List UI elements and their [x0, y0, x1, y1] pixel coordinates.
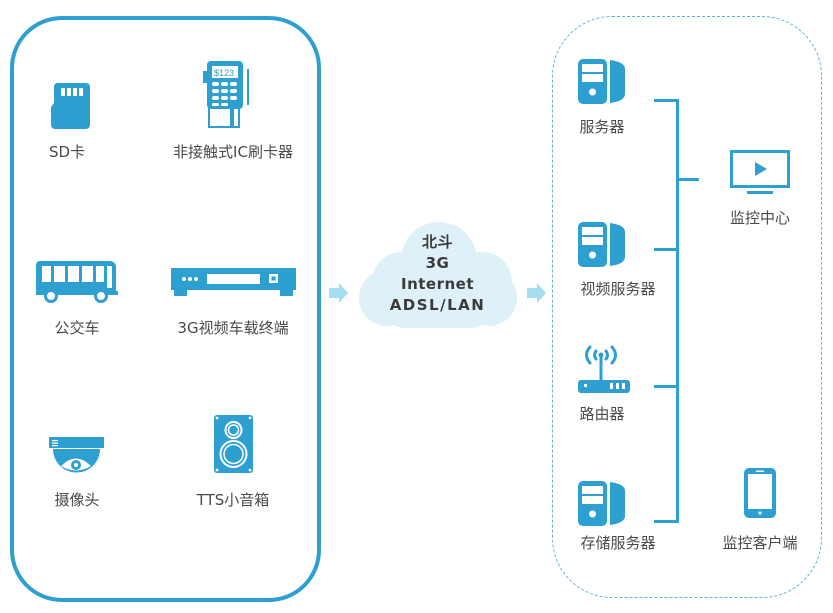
connector-server [654, 99, 678, 102]
backend-label-server: 服务器 [579, 118, 625, 136]
backend-label-monitor-center: 监控中心 [729, 209, 791, 227]
backend-label-storage-server: 存储服务器 [580, 534, 656, 552]
network-labels: 北斗 3G Internet ADSL/LAN [357, 232, 518, 316]
connector-storage-server [654, 520, 678, 523]
server-icon [578, 222, 625, 267]
backend-label-video-server: 视频服务器 [580, 280, 656, 298]
server-icon [578, 59, 625, 104]
bus-icon [36, 261, 118, 303]
device-label-speaker: TTS小音箱 [196, 491, 270, 509]
terminal-devices-group [10, 16, 321, 602]
mobile-phone-icon [744, 468, 776, 518]
camera-icon [49, 437, 104, 473]
speaker-icon [214, 415, 253, 473]
device-label-vehicle-terminal: 3G视频车载终端 [177, 319, 289, 337]
arrow-right-icon [527, 283, 546, 303]
backend-group [552, 16, 822, 598]
connector-monitor-center [677, 178, 699, 181]
device-label-bus: 公交车 [54, 319, 100, 337]
vehicle-terminal-icon [171, 268, 296, 296]
arrow-right-icon [329, 283, 348, 303]
network-label-3g: 3G [425, 254, 450, 272]
device-label-card-reader: 非接触式IC刷卡器 [173, 143, 293, 161]
cloud-icon [359, 222, 517, 328]
connector-router [654, 385, 678, 388]
network-label-internet: Internet [400, 275, 475, 293]
network-label-adsl-lan: ADSL/LAN [389, 296, 486, 314]
card-reader-screen-text: $123 [214, 68, 234, 78]
connector-trunk [676, 99, 679, 523]
card-reader-icon: $123 [203, 61, 249, 128]
device-label-camera: 摄像头 [54, 491, 100, 509]
sd-card-icon [51, 83, 90, 129]
backend-label-monitor-client: 监控客户端 [722, 534, 798, 552]
backend-label-router: 路由器 [579, 405, 625, 423]
network-label-beidou: 北斗 [421, 233, 453, 251]
router-icon [578, 345, 630, 393]
connector-video-server [654, 248, 678, 251]
device-label-sd-card: SD卡 [48, 143, 86, 161]
server-icon [578, 481, 625, 526]
monitor-icon [730, 150, 790, 194]
